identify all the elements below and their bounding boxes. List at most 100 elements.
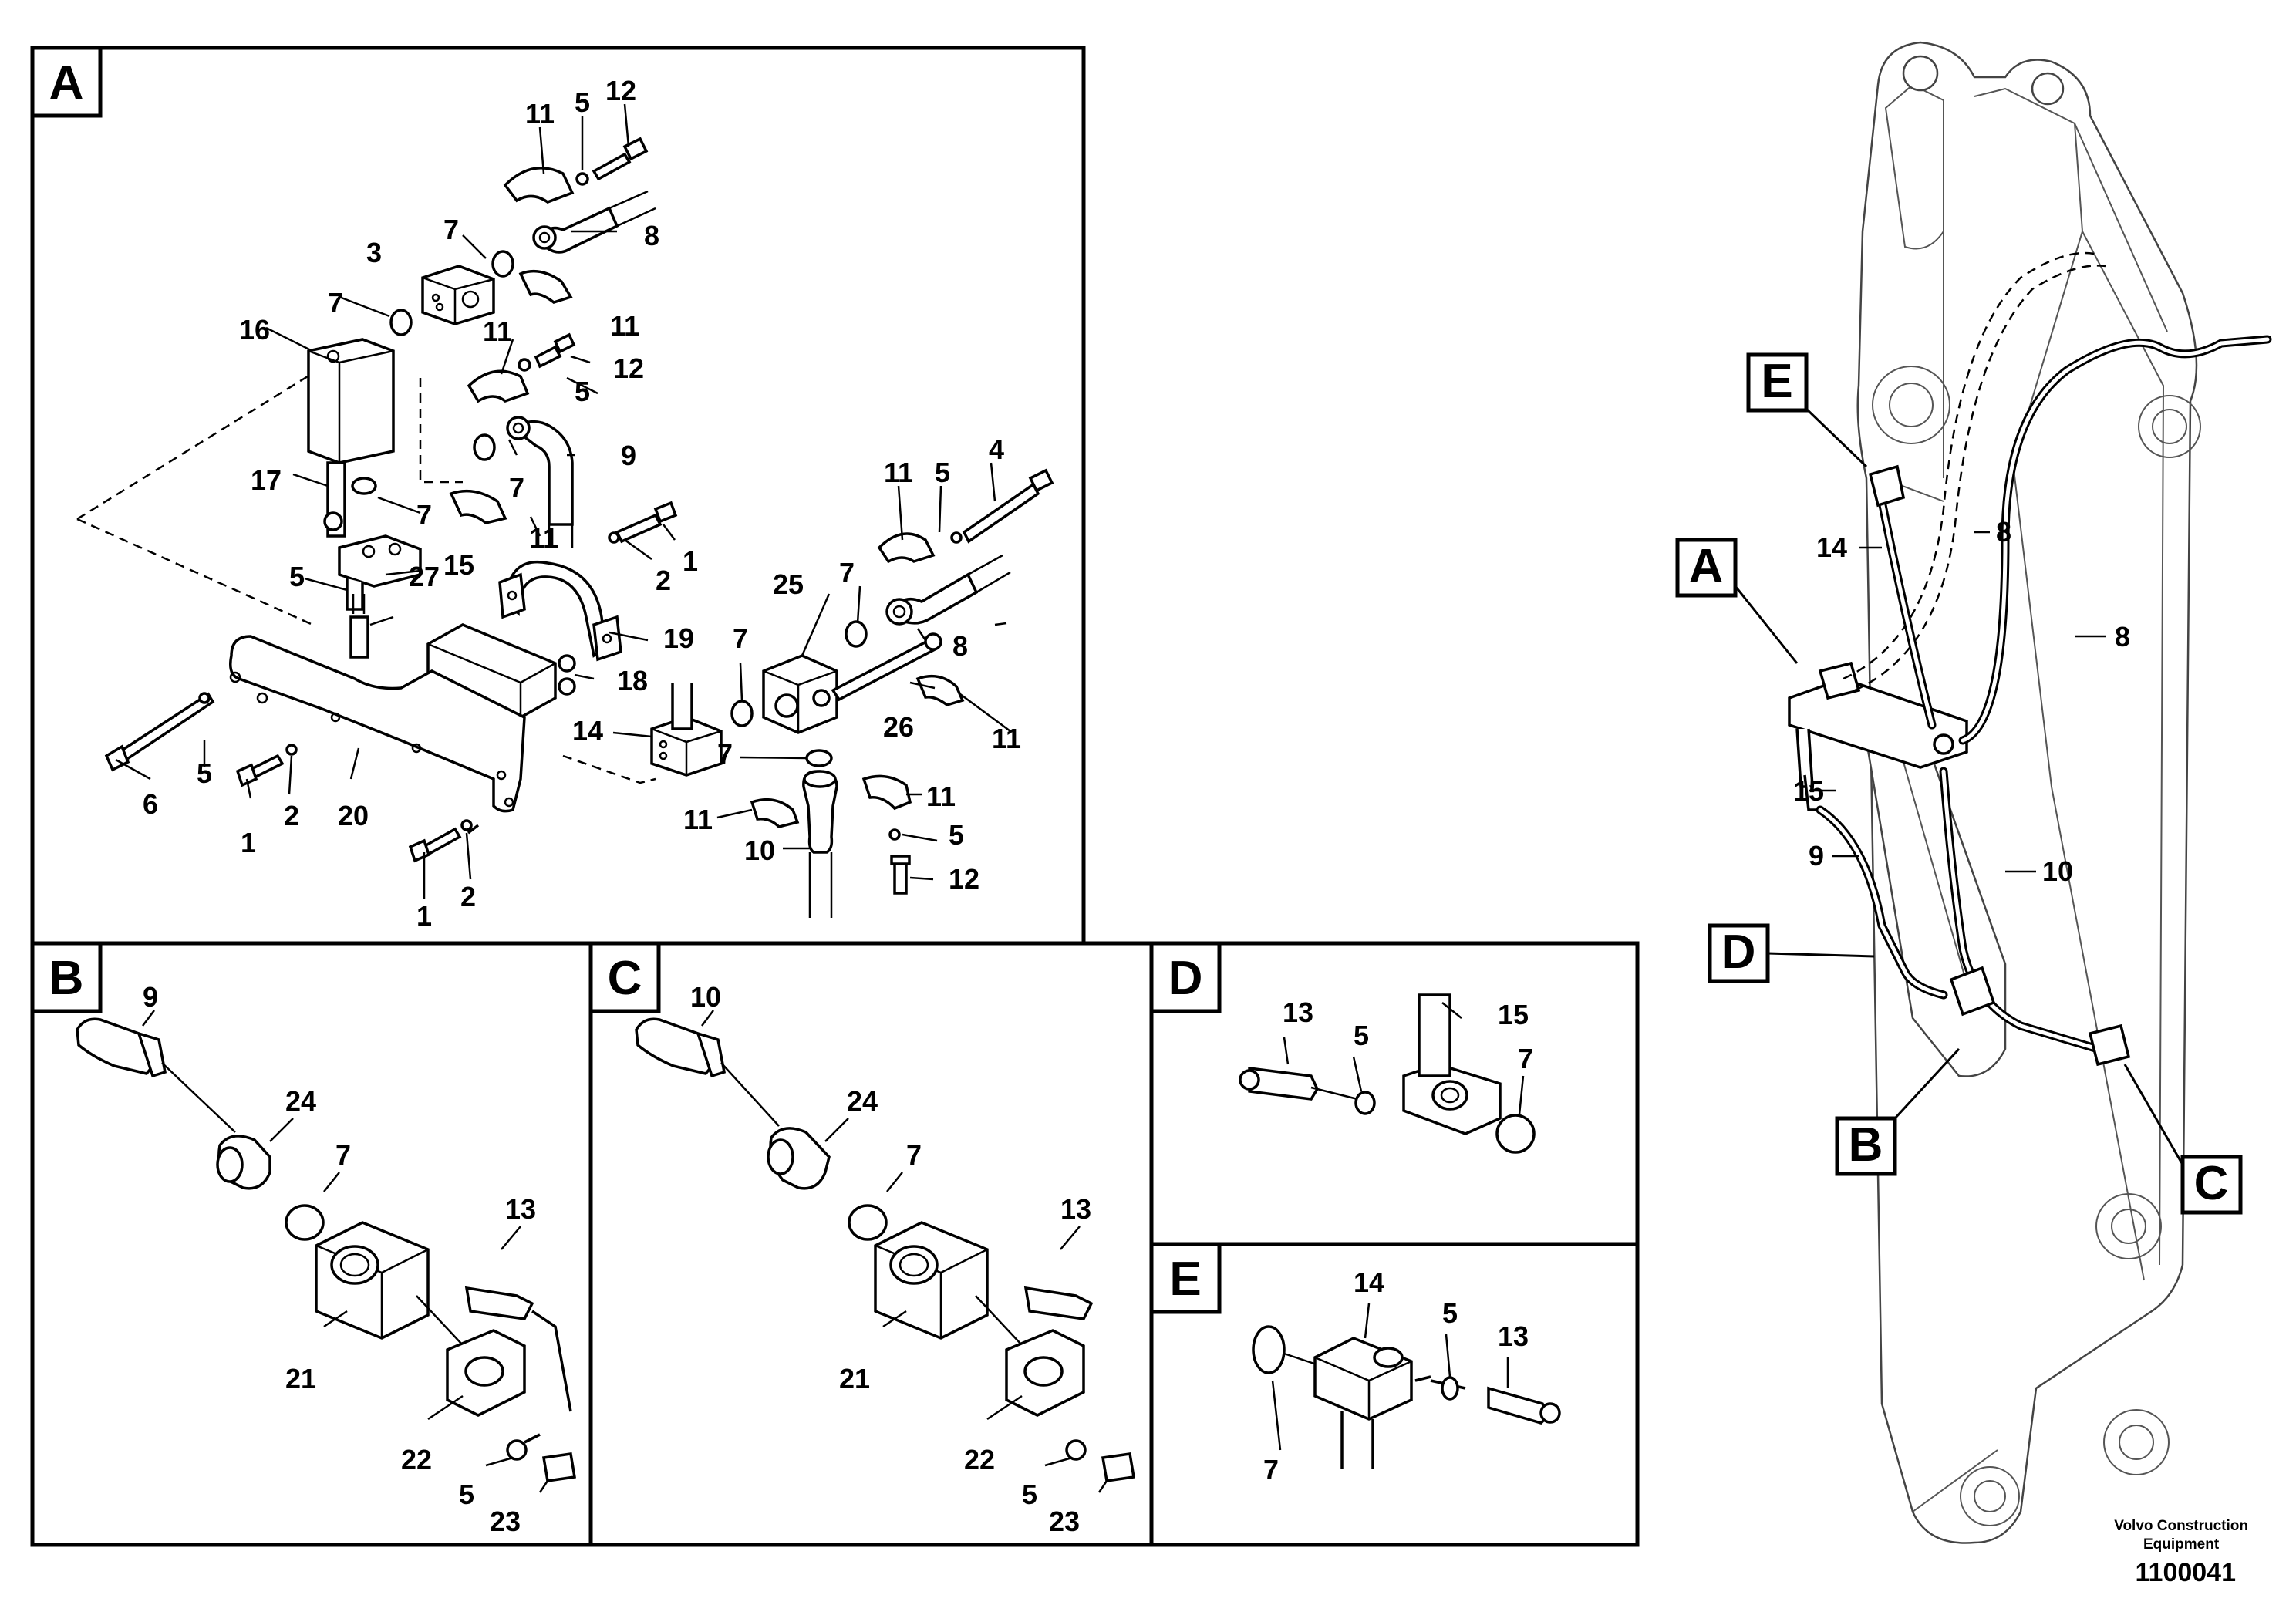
callout-20: 20 — [338, 800, 369, 831]
overview-tag-b: B — [1835, 1047, 1961, 1176]
callout-14-e: 14 — [1354, 1266, 1384, 1298]
callout-9-ov: 9 — [1809, 840, 1824, 872]
callout-7-a7: 7 — [717, 738, 733, 770]
svg-text:A: A — [49, 56, 84, 110]
callout-5-a5: 5 — [949, 819, 964, 851]
callout-11-a8: 11 — [683, 804, 713, 835]
svg-text:B: B — [1849, 1118, 1883, 1172]
callout-13-e: 13 — [1498, 1320, 1529, 1352]
callout-5-b: 5 — [459, 1479, 474, 1510]
callout-7-c: 7 — [906, 1139, 922, 1171]
callout-1-a2: 1 — [241, 827, 256, 858]
brand-line-1: Volvo Construction — [2114, 1518, 2248, 1534]
callout-12-a2: 12 — [613, 352, 644, 384]
callout-7-a5: 7 — [839, 557, 855, 588]
callout-11-a5: 11 — [884, 457, 913, 488]
svg-text:D: D — [1168, 952, 1203, 1005]
callout-11-a4: 11 — [529, 522, 558, 554]
panel-tag-b: B — [30, 941, 103, 1013]
svg-text:C: C — [608, 952, 642, 1005]
callout-24-b: 24 — [285, 1085, 316, 1117]
overview-tag-a: A — [1675, 538, 1799, 664]
callout-5-a2: 5 — [575, 376, 590, 407]
callout-12-a3: 12 — [949, 863, 979, 895]
callout-9-a: 9 — [621, 440, 636, 471]
panel-e-frame — [1149, 1242, 1640, 1547]
svg-text:A: A — [1689, 540, 1724, 593]
callout-23-b: 23 — [490, 1506, 521, 1537]
callout-7-a4: 7 — [416, 499, 432, 531]
callout-5-c: 5 — [1022, 1479, 1037, 1510]
callout-25: 25 — [773, 568, 804, 600]
callout-8-a2: 8 — [952, 630, 968, 662]
panel-c-drawing — [635, 1010, 1136, 1493]
callout-11-a3: 11 — [483, 315, 512, 347]
svg-text:D: D — [1721, 926, 1756, 979]
callout-19: 19 — [663, 622, 694, 654]
callout-7-b: 7 — [335, 1139, 351, 1171]
callout-13-d: 13 — [1283, 996, 1313, 1028]
callout-22-b: 22 — [401, 1444, 432, 1475]
callout-14-ov: 14 — [1816, 531, 1847, 563]
drawing-number: 1100041 — [2135, 1558, 2237, 1587]
panel-b-drawing — [76, 1010, 577, 1493]
overview-tag-c: C — [2123, 1064, 2243, 1215]
callout-12-a1: 12 — [605, 75, 636, 106]
callout-3: 3 — [366, 237, 382, 268]
callout-5-a1: 5 — [575, 86, 590, 118]
callout-7-a2: 7 — [328, 287, 343, 319]
callout-8-a1: 8 — [644, 220, 659, 251]
callout-15-d: 15 — [1498, 999, 1529, 1030]
svg-text:E: E — [1761, 355, 1792, 408]
callout-7-a1: 7 — [443, 214, 459, 245]
callout-18: 18 — [617, 665, 648, 696]
callout-22-c: 22 — [964, 1444, 995, 1475]
callout-7-d: 7 — [1518, 1043, 1533, 1074]
svg-text:E: E — [1169, 1253, 1201, 1306]
callout-15-a: 15 — [443, 549, 474, 581]
callout-21-c: 21 — [839, 1363, 870, 1394]
panel-e-drawing — [1252, 1303, 1561, 1469]
panel-d-drawing — [1239, 993, 1536, 1154]
callout-5-a6: 5 — [197, 757, 212, 789]
callout-15-ov: 15 — [1793, 775, 1824, 807]
callout-1-a3: 1 — [416, 900, 432, 932]
callout-11-a7: 11 — [926, 781, 956, 812]
callout-8-ov2: 8 — [2115, 621, 2130, 653]
callout-10-a: 10 — [744, 835, 775, 866]
svg-text:B: B — [49, 952, 84, 1005]
callout-5-a4: 5 — [935, 457, 950, 488]
callout-13-b: 13 — [505, 1193, 536, 1225]
callout-6: 6 — [143, 788, 158, 820]
overview-tag-e: E — [1746, 352, 1868, 468]
callout-1-a1: 1 — [683, 545, 698, 577]
brand-line-2: Equipment — [2143, 1536, 2220, 1553]
panel-d-frame — [1149, 941, 1640, 1246]
callout-7-a6: 7 — [733, 622, 748, 654]
callout-9-b: 9 — [143, 981, 158, 1013]
panel-tag-c: C — [588, 941, 661, 1013]
callout-2-a2: 2 — [284, 800, 299, 831]
panel-tag-e: E — [1149, 1242, 1222, 1314]
callout-14-a: 14 — [572, 715, 603, 747]
brand-label: Volvo Construction Equipment — [2114, 1517, 2248, 1554]
callout-2-a3: 2 — [460, 881, 476, 912]
callout-24-c: 24 — [847, 1085, 878, 1117]
callout-27: 27 — [409, 561, 440, 592]
callout-5-d: 5 — [1354, 1020, 1369, 1051]
panel-tag-a: A — [30, 46, 103, 118]
callout-11-a1: 11 — [525, 98, 555, 130]
callout-5-e: 5 — [1442, 1297, 1458, 1329]
callout-4: 4 — [989, 433, 1004, 465]
overview-tag-d: D — [1708, 923, 1875, 983]
callout-17: 17 — [251, 464, 282, 496]
callout-11-a2: 11 — [610, 310, 639, 342]
callouts: 11 5 12 7 8 3 11 7 16 11 12 5 9 7 17 7 1… — [143, 75, 2130, 1537]
callout-11-a6: 11 — [992, 723, 1021, 754]
callout-7-e: 7 — [1263, 1454, 1279, 1485]
overview-arm-drawing: E A D B C — [1675, 41, 2272, 1544]
callout-16: 16 — [239, 314, 270, 346]
callout-26: 26 — [883, 711, 914, 743]
callout-10-c: 10 — [690, 981, 721, 1013]
